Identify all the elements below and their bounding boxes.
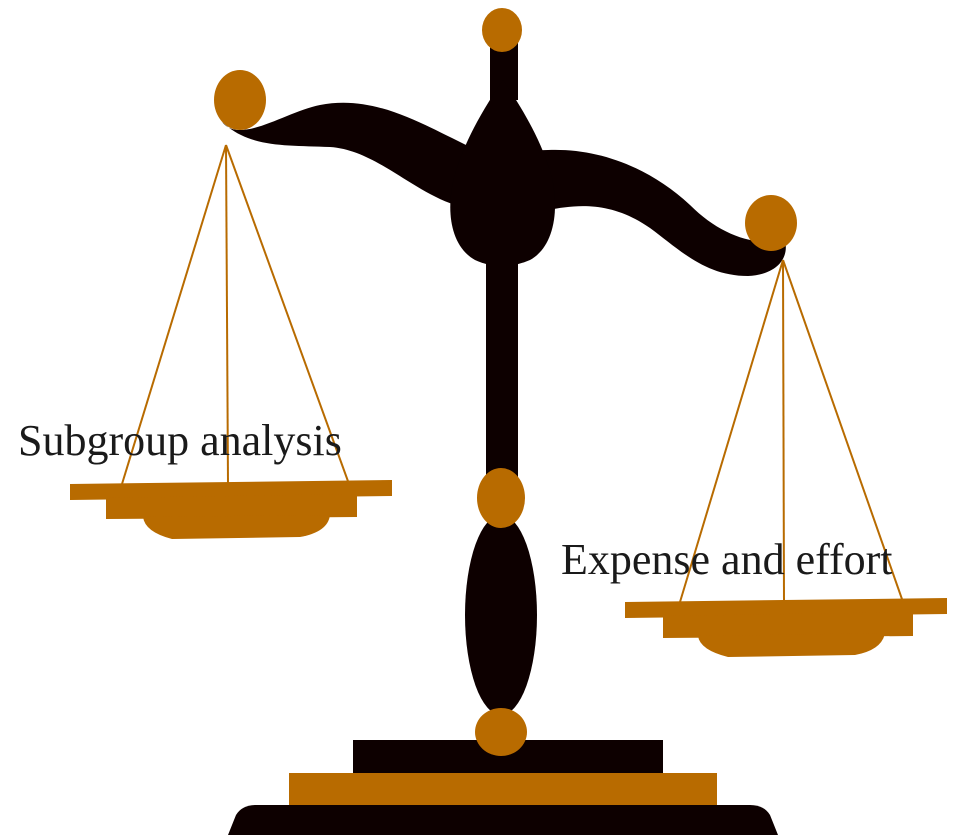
pillar-bottom-knob <box>475 708 527 756</box>
base-bottom-step <box>228 805 778 835</box>
left-pan <box>70 480 392 539</box>
pillar-oval <box>465 515 537 715</box>
pillar-hub <box>450 80 556 266</box>
left-pan-label: Subgroup analysis <box>18 416 342 465</box>
base-middle-step <box>289 773 717 807</box>
pillar-middle-knob <box>477 468 525 528</box>
finial-top-knob <box>482 8 522 52</box>
right-beam-knob <box>745 195 797 251</box>
left-beam-knob <box>214 70 266 130</box>
pillar-shaft <box>486 255 518 490</box>
right-pan-label: Expense and effort <box>561 535 893 584</box>
right-pan <box>625 598 947 657</box>
left-pan-strings <box>121 144 350 485</box>
right-pan-strings <box>679 259 904 603</box>
